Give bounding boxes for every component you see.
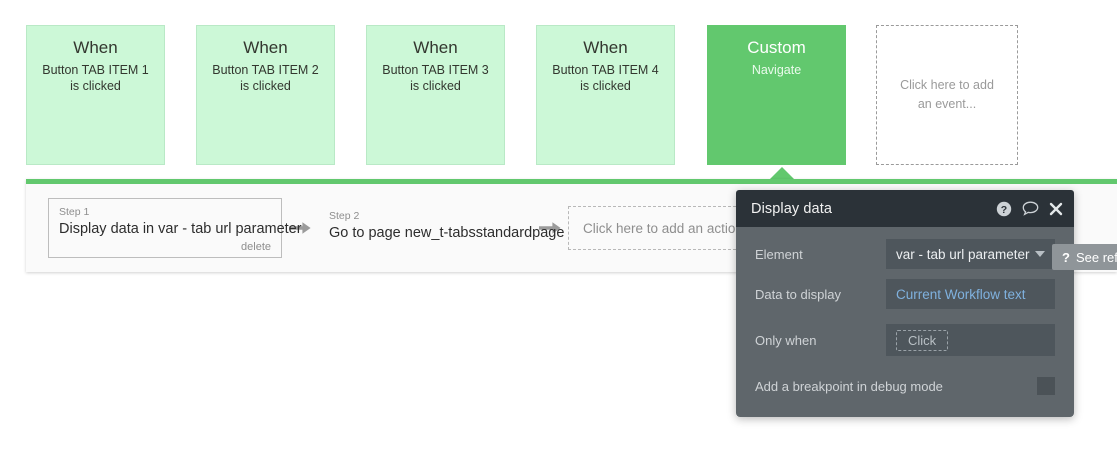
add-event-card[interactable]: Click here to add an event...: [876, 25, 1018, 165]
step-title: Display data in var - tab url parameter: [59, 221, 302, 237]
property-editor-body: Element var - tab url parameter Data to …: [736, 227, 1074, 417]
element-dropdown[interactable]: var - tab url parameter: [886, 239, 1055, 269]
only-when-placeholder-chip: Click: [896, 329, 949, 351]
only-when-input[interactable]: Click: [886, 324, 1055, 356]
step-arrow-icon-2: [532, 220, 568, 236]
property-label: Data to display: [755, 286, 841, 302]
event-card-when-1[interactable]: When Button TAB ITEM 1 is clicked: [26, 25, 165, 165]
event-card-subtitle: Button TAB ITEM 2 is clicked: [212, 63, 319, 93]
comment-bubble-icon[interactable]: [1022, 201, 1039, 216]
question-mark-icon: ?: [1062, 249, 1070, 265]
event-card-custom-navigate[interactable]: Custom Navigate: [707, 25, 846, 165]
event-card-title: When: [73, 38, 118, 57]
property-editor-header: Display data ?: [736, 190, 1074, 227]
property-row-breakpoint[interactable]: Add a breakpoint in debug mode: [736, 369, 1074, 403]
event-card-subtitle: Navigate: [751, 63, 802, 77]
event-card-title: When: [243, 38, 288, 57]
see-reference-label: See reference: [1075, 249, 1117, 265]
events-row: When Button TAB ITEM 1 is clicked When B…: [0, 0, 1117, 180]
chevron-down-icon: [1035, 251, 1045, 257]
element-dropdown-value: var - tab url parameter: [896, 246, 1030, 262]
event-card-subtitle: Button TAB ITEM 4 is clicked: [552, 63, 659, 93]
event-card-when-2[interactable]: When Button TAB ITEM 2 is clicked: [196, 25, 335, 165]
property-row-only-when: Only when Click: [736, 323, 1074, 357]
event-card-subtitle: Button TAB ITEM 1 is clicked: [42, 63, 149, 93]
event-card-title: When: [413, 38, 458, 57]
add-action-placeholder: Click here to add an action...: [583, 220, 755, 236]
help-circle-icon[interactable]: ?: [996, 201, 1012, 217]
step-delete-link[interactable]: delete: [241, 241, 271, 253]
event-card-title: Custom: [747, 38, 806, 57]
step-arrow-icon-1: [282, 220, 318, 236]
property-label: Element: [755, 246, 803, 262]
breakpoint-checkbox[interactable]: [1037, 377, 1055, 395]
selected-event-pointer-triangle: [769, 167, 795, 180]
property-editor-panel: Display data ? Element var - tab url par…: [736, 190, 1074, 417]
event-card-when-3[interactable]: When Button TAB ITEM 3 is clicked: [366, 25, 505, 165]
property-label: Only when: [755, 332, 817, 348]
see-reference-button[interactable]: ? See reference: [1052, 244, 1117, 270]
data-to-display-input[interactable]: Current Workflow text: [886, 279, 1055, 309]
step-label: Step 1: [59, 206, 90, 218]
svg-text:?: ?: [1001, 203, 1007, 215]
add-event-placeholder: Click here to add an event...: [900, 78, 994, 111]
event-card-when-4[interactable]: When Button TAB ITEM 4 is clicked: [536, 25, 675, 165]
workflow-step-2[interactable]: Step 2 Go to page new_t-tabsstandardpage: [318, 202, 565, 254]
property-row-data-to-display: Data to display Current Workflow text: [736, 277, 1074, 311]
close-icon[interactable]: [1049, 202, 1063, 216]
property-editor-title: Display data: [751, 200, 832, 217]
data-to-display-value: Current Workflow text: [896, 286, 1026, 302]
event-card-title: When: [583, 38, 628, 57]
step-title: Go to page new_t-tabsstandardpage: [329, 225, 565, 241]
step-label: Step 2: [329, 210, 360, 222]
property-row-element: Element var - tab url parameter: [736, 237, 1074, 271]
workflow-step-1[interactable]: Step 1 Display data in var - tab url par…: [48, 198, 302, 258]
event-card-subtitle: Button TAB ITEM 3 is clicked: [382, 63, 489, 93]
workflow-accent-bar: [26, 179, 1117, 184]
breakpoint-label: Add a breakpoint in debug mode: [755, 378, 943, 394]
